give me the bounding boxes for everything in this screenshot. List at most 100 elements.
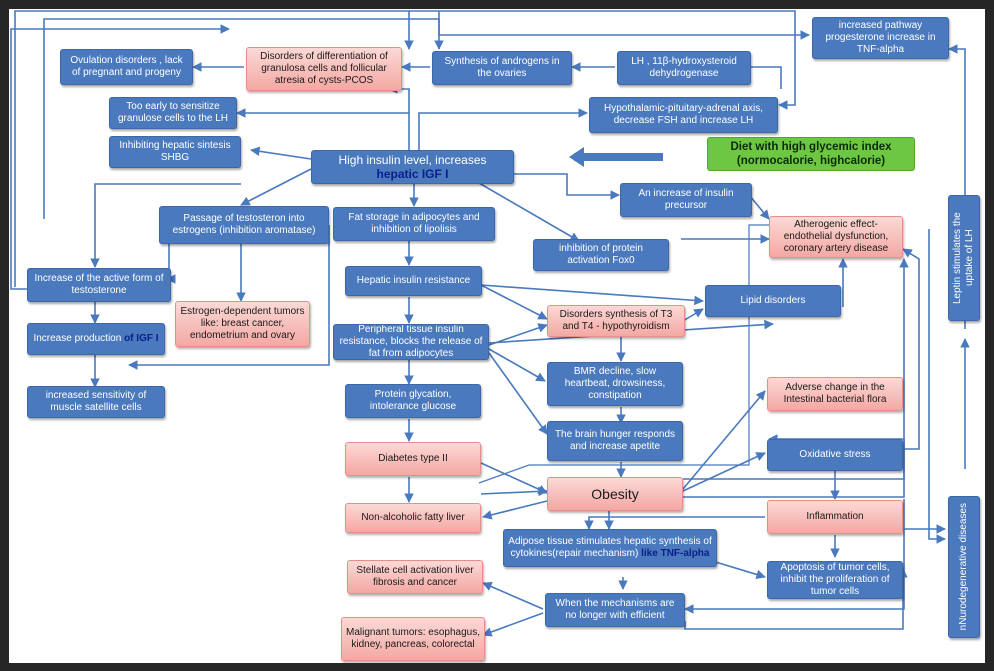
node-hepatic-insulin-resistance: Hepatic insulin resistance: [345, 266, 482, 296]
node-fox0: inhibition of protein activation Fox0: [533, 239, 669, 271]
node-stellate-cells: Stellate cell activation liver fibrosis …: [347, 560, 483, 594]
node-label: The brain hunger responds and increase a…: [554, 429, 676, 452]
connector: [682, 452, 766, 492]
node-label-highlight: of IGF I: [124, 333, 159, 344]
node-label-highlight: hepatic IGF I: [376, 167, 449, 181]
node-fat-storage: Fat storage in adipocytes and inhibition…: [333, 207, 495, 241]
connector: [250, 146, 312, 160]
diet-callout: Diet with high glycemic index (normocalo…: [707, 137, 915, 171]
node-label: Increase of the active form of testoster…: [34, 273, 164, 296]
node-label: inhibition of protein activation Fox0: [559, 243, 643, 266]
node-label: Leptin stimulates the uptake of LH: [952, 212, 975, 304]
node-label: increased sensitivity of muscle satellit…: [45, 390, 147, 413]
connector: [480, 284, 548, 320]
connector: [584, 516, 765, 530]
node-label-highlight: like TNF-alpha: [641, 548, 710, 559]
node-t3t4-disorders: Disorders synthesis of T3 and T4 - hypot…: [547, 305, 685, 337]
node-label: Inflammation: [806, 511, 864, 522]
connector: [748, 194, 770, 220]
node-peripheral-resistance: Peripheral tissue insulin resistance, bl…: [333, 324, 489, 360]
node-label: Adipose tissue stimulates hepatic synthe…: [508, 536, 712, 559]
node-label: Disorders of differentiation of granulos…: [260, 51, 388, 86]
node-nafld: Non-alcoholic fatty liver: [345, 503, 481, 533]
connector: [569, 147, 584, 167]
node-label: Estrogen-dependent tumors like: breast c…: [180, 306, 305, 341]
node-hpa-axis: Hypothalamic-pituitary-adrenal axis, dec…: [589, 97, 778, 133]
node-ovulation-disorders: Ovulation disorders , lack of pregnant a…: [60, 49, 193, 85]
connector: [480, 486, 548, 497]
node-label: Protein glycation, intolerance glucose: [369, 389, 457, 412]
node-label: Adverse change in the Intestinal bacteri…: [783, 382, 887, 405]
connector: [14, 10, 414, 287]
connector: [684, 568, 908, 630]
connector: [480, 462, 548, 494]
node-leptin: Leptin stimulates the uptake of LH: [948, 195, 980, 321]
node-oxidative-stress: Oxidative stress: [767, 439, 903, 471]
connector: [488, 352, 548, 435]
node-label: Synthesis of androgens in the ovaries: [444, 56, 560, 79]
node-apoptosis: Apoptosis of tumor cells, inhibit the pr…: [767, 561, 903, 599]
node-testosterone-passage: Passage of testosteron into estrogens (i…: [159, 206, 329, 244]
node-lh-11b: LH , 11β-hydroxysteroid dehydrogenase: [617, 51, 751, 85]
node-label: Hypothalamic-pituitary-adrenal axis, dec…: [604, 103, 763, 126]
node-label: Diabetes type II: [378, 453, 448, 464]
node-label: An increase of insulin precursor: [638, 188, 734, 211]
connector: [43, 18, 444, 219]
node-androgen-synthesis: Synthesis of androgens in the ovaries: [432, 51, 572, 85]
node-label: Obesity: [591, 486, 639, 502]
connector: [928, 229, 946, 544]
node-adipose-cytokines: Adipose tissue stimulates hepatic synthe…: [503, 529, 717, 567]
node-label: Oxidative stress: [799, 449, 871, 460]
connector: [90, 183, 241, 268]
connector: [488, 348, 546, 382]
node-estrogen-tumors: Estrogen-dependent tumors like: breast c…: [175, 301, 310, 347]
node-diabetes: Diabetes type II: [345, 442, 481, 476]
node-igf-production: Increase production of IGF I: [27, 323, 165, 355]
connector: [388, 84, 410, 113]
node-label: Apoptosis of tumor cells, inhibit the pr…: [780, 562, 890, 597]
connector: [683, 258, 909, 480]
node-atherogenic: Atherogenic effect-endothelial dysfuncti…: [769, 216, 903, 258]
node-granulosa-disorders: Disorders of differentiation of granulos…: [246, 47, 402, 91]
diet-label: Diet with high glycemic index (normocalo…: [730, 141, 892, 167]
connector: [482, 582, 544, 610]
node-malignant-tumors: Malignant tumors: esophagus, kidney, pan…: [341, 617, 485, 661]
node-inhibiting-shbg: Inhibiting hepatic sintesis SHBG: [109, 136, 241, 168]
diagram-canvas: Ovulation disorders , lack of pregnant a…: [9, 9, 985, 663]
node-label: Malignant tumors: esophagus, kidney, pan…: [346, 627, 480, 650]
connector: [240, 168, 312, 206]
connector: [482, 612, 544, 637]
node-progesterone-pathway: increased pathway progesterone increase …: [812, 17, 949, 59]
connector: [480, 284, 704, 306]
node-label: nNurodegenerative diseases: [958, 503, 969, 631]
node-label: Passage of testosteron into estrogens (i…: [172, 213, 316, 236]
node-insulin-precursor: An increase of insulin precursor: [620, 183, 752, 217]
node-label: Peripheral tissue insulin resistance, bl…: [339, 324, 483, 359]
node-label: Stellate cell activation liver fibrosis …: [356, 565, 474, 588]
connector: [409, 10, 796, 110]
node-mechanisms-inefficient: When the mechanisms are no longer with e…: [545, 593, 685, 627]
node-label: Inhibiting hepatic sintesis SHBG: [119, 140, 231, 163]
node-lipid-disorders: Lipid disorders: [705, 285, 841, 317]
node-active-testosterone: Increase of the active form of testoster…: [27, 268, 171, 302]
node-label: BMR decline, slow heartbeat, drowsiness,…: [564, 366, 666, 401]
node-label: Non-alcoholic fatty liver: [361, 512, 465, 523]
node-bmr-decline: BMR decline, slow heartbeat, drowsiness,…: [547, 362, 683, 406]
node-label: When the mechanisms are no longer with e…: [555, 598, 675, 621]
node-inflammation: Inflammation: [767, 500, 903, 534]
connector: [438, 11, 810, 40]
node-label: Hepatic insulin resistance: [356, 275, 471, 286]
node-label: Atherogenic effect-endothelial dysfuncti…: [783, 219, 889, 254]
connector: [684, 499, 905, 614]
connector: [128, 225, 330, 370]
node-obesity: Obesity: [547, 477, 683, 511]
connector: [749, 66, 782, 89]
connector: [482, 500, 548, 520]
node-label: Increase production: [33, 333, 122, 344]
node-neurodegenerative: nNurodegenerative diseases: [948, 496, 980, 638]
connector: [236, 108, 410, 150]
node-adverse-flora: Adverse change in the Intestinal bacteri…: [767, 377, 903, 411]
node-label: Disorders synthesis of T3 and T4 - hypot…: [559, 309, 673, 332]
node-label: Lipid disorders: [740, 295, 806, 306]
